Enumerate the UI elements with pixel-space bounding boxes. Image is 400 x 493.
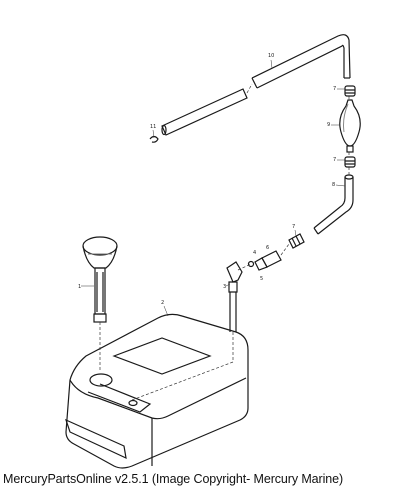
connector-fitting[interactable] [288, 233, 305, 249]
assembly-lines [99, 83, 350, 401]
fuel-hose-segment[interactable] [161, 88, 248, 136]
callout-10: 10 [268, 53, 274, 59]
callout-4: 4 [253, 250, 256, 256]
callout-8: 8 [332, 182, 335, 188]
callout-5: 5 [260, 276, 263, 282]
fuel-connector[interactable] [247, 250, 282, 271]
callout-leaders [81, 59, 346, 317]
callout-labels: 1 2 3 4 5 6 7 7 7 8 9 10 11 [78, 53, 336, 306]
hose-clamp-lower[interactable] [344, 156, 356, 168]
callout-1: 1 [78, 284, 81, 290]
callout-11: 11 [150, 124, 156, 130]
elbow-fitting[interactable] [226, 261, 243, 293]
fuel-gauge-assembly[interactable] [82, 236, 118, 323]
fuel-hose-upper[interactable] [251, 34, 351, 89]
copyright-footer: MercuryPartsOnline v2.5.1 (Image Copyrig… [3, 472, 344, 486]
fuel-tank[interactable] [64, 313, 249, 469]
callout-7a: 7 [333, 86, 336, 92]
hose-clip[interactable] [149, 135, 159, 143]
callout-6: 6 [266, 245, 269, 251]
callout-7b: 7 [333, 157, 336, 163]
hose-clamp-upper[interactable] [344, 85, 356, 97]
callout-3: 3 [223, 284, 226, 290]
callout-2: 2 [161, 300, 164, 306]
callout-7c: 7 [292, 224, 295, 230]
callout-9: 9 [327, 122, 330, 128]
primer-bulb[interactable] [339, 99, 361, 153]
pickup-tube[interactable] [229, 292, 237, 332]
